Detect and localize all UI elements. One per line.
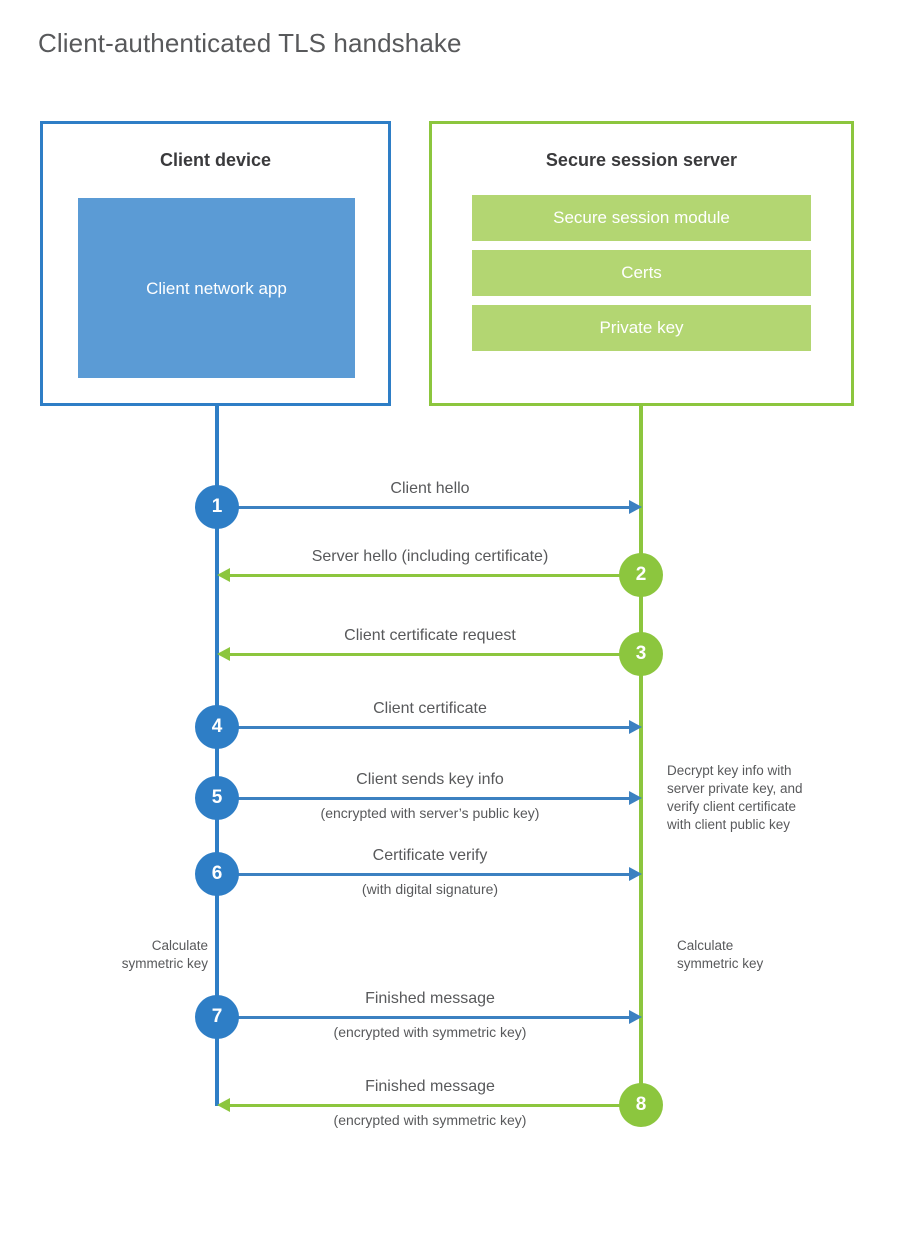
message-sublabel-6: (with digital signature) (361, 881, 499, 897)
message-label-8: Finished message (365, 1078, 495, 1095)
message-arrow-line-4 (217, 726, 631, 729)
annotation-calculate-symmetric-key-client: Calculate symmetric key (121, 938, 208, 971)
secure-session-server-title: Secure session server (545, 150, 738, 170)
message-label-4: Client certificate (373, 700, 487, 717)
client-network-app-block: Client network app (78, 198, 355, 378)
page-title: Client-authenticated TLS handshake (38, 28, 462, 58)
arrow-head-icon-7 (629, 1010, 642, 1024)
message-label-6: Certificate verify (372, 847, 488, 864)
server-component-secure-session-module: Secure session module (472, 195, 811, 241)
message-sublabel-7: (encrypted with symmetric key) (333, 1024, 527, 1040)
message-label-7: Finished message (365, 990, 495, 1007)
message-label-2: Server hello (including certificate) (311, 548, 549, 565)
server-lifeline (639, 404, 643, 1106)
client-device-title: Client device (159, 150, 272, 170)
message-label-5: Client sends key info (356, 771, 504, 788)
message-label-1: Client hello (390, 480, 470, 497)
arrow-head-icon-6 (629, 867, 642, 881)
step-badge-5[interactable]: 5 (195, 776, 239, 820)
step-badge-7[interactable]: 7 (195, 995, 239, 1039)
message-label-3: Client certificate request (344, 627, 516, 644)
arrow-head-icon-1 (629, 500, 642, 514)
arrow-head-icon-2 (217, 568, 230, 582)
message-sublabel-8: (encrypted with symmetric key) (333, 1112, 527, 1128)
client-device-box: Client device Client network app (40, 121, 391, 406)
message-arrow-line-8 (227, 1104, 641, 1107)
server-component-private-key: Private key (472, 305, 811, 351)
step-badge-2[interactable]: 2 (619, 553, 663, 597)
server-components-list: Secure session module Certs Private key (472, 195, 811, 360)
arrow-head-icon-8 (217, 1098, 230, 1112)
annotation-decrypt-key-info: Decrypt key info with server private key… (667, 763, 803, 832)
step-badge-3[interactable]: 3 (619, 632, 663, 676)
message-sublabel-5: (encrypted with server’s public key) (320, 805, 540, 821)
step-badge-8[interactable]: 8 (619, 1083, 663, 1127)
server-component-certs: Certs (472, 250, 811, 296)
message-arrow-line-7 (217, 1016, 631, 1019)
step-badge-6[interactable]: 6 (195, 852, 239, 896)
secure-session-server-box: Secure session server Secure session mod… (429, 121, 854, 406)
arrow-head-icon-5 (629, 791, 642, 805)
arrow-head-icon-4 (629, 720, 642, 734)
annotation-calculate-symmetric-key-server: Calculate symmetric key (677, 938, 764, 971)
step-badge-1[interactable]: 1 (195, 485, 239, 529)
arrow-head-icon-3 (217, 647, 230, 661)
message-arrow-line-3 (227, 653, 641, 656)
message-arrow-line-1 (217, 506, 631, 509)
message-arrow-line-6 (217, 873, 631, 876)
message-arrow-line-5 (217, 797, 631, 800)
client-lifeline (215, 404, 219, 1106)
message-arrow-line-2 (227, 574, 641, 577)
step-badge-4[interactable]: 4 (195, 705, 239, 749)
